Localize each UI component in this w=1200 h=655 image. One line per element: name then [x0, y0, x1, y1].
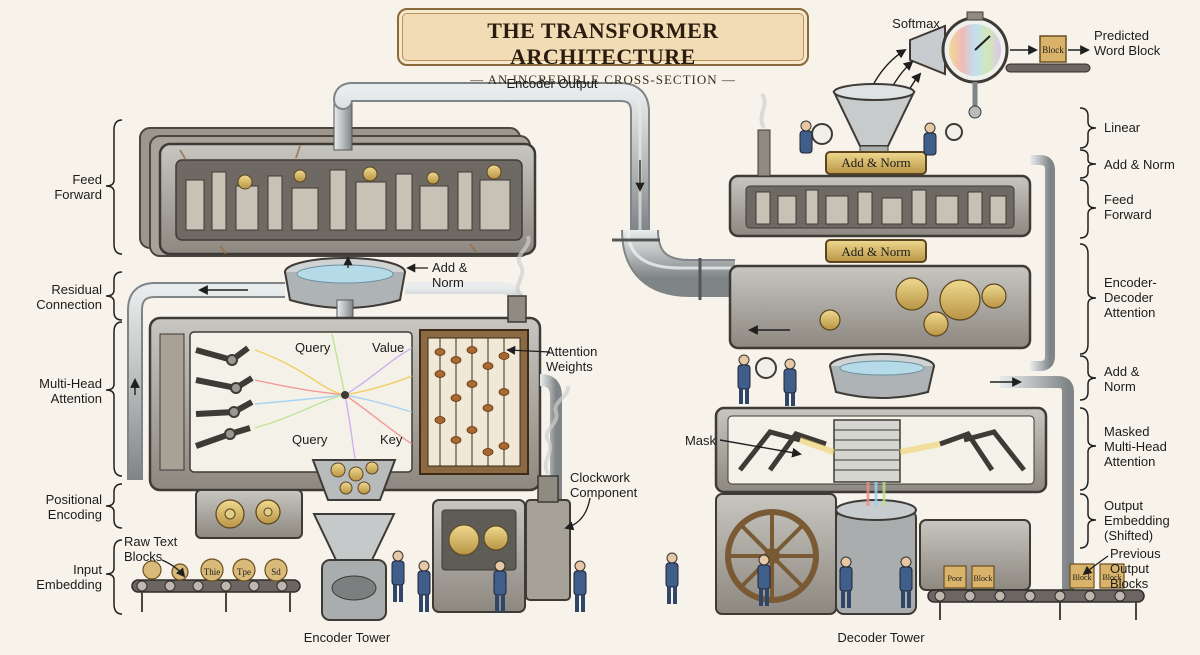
label-value: Value [372, 340, 405, 355]
predicted-block: Block [1042, 45, 1064, 55]
label-output-embedding: Output Embedding (Shifted) [1104, 498, 1170, 543]
encoder-tower [127, 82, 735, 621]
label-raw-text-blocks: Raw Text Blocks [124, 534, 178, 564]
label-add-norm-right-2: Add & Norm [1104, 364, 1140, 394]
label-brackets [105, 107, 1097, 615]
label-positional-encoding: Positional Encoding [45, 492, 102, 522]
encoder-workers [391, 550, 587, 612]
label-add-norm-decoder-mid: Add & Norm [841, 244, 911, 259]
label-add-norm-right-1: Add & Norm [1104, 157, 1175, 172]
decoder-block-3: Block [1072, 573, 1092, 582]
label-attention-weights: Attention Weights [546, 344, 598, 374]
decoder-block-1: Poor [947, 574, 963, 583]
label-encoder-decoder-attention: Encoder- Decoder Attention [1104, 275, 1157, 320]
label-feed-forward-encoder: Feed Forward [54, 172, 102, 202]
encoder-block-2: Tpe [237, 567, 251, 577]
label-encoder-tower: Encoder Tower [303, 630, 391, 645]
label-add-norm-encoder: Add & Norm [432, 260, 468, 290]
label-query-bottom: Query [292, 432, 328, 447]
decoder-block-4: Block [1102, 573, 1122, 582]
label-previous-output-blocks: Previous Output Blocks [1110, 546, 1161, 591]
label-feed-forward-decoder: Feed Forward [1104, 192, 1152, 222]
decoder-block-2: Block [973, 574, 993, 583]
encoder-block-1: Thie [203, 567, 221, 577]
page-title: THE TRANSFORMER ARCHITECTURE [487, 18, 719, 69]
title-plaque: THE TRANSFORMER ARCHITECTURE — AN INCRED… [397, 8, 809, 87]
label-linear: Linear [1104, 120, 1141, 135]
label-input-embedding: Input Embedding [36, 562, 102, 592]
label-residual-connection: Residual Connection [36, 282, 102, 312]
page-subtitle: — AN INCREDIBLE CROSS-SECTION — [470, 72, 736, 87]
decoder-workers [665, 120, 937, 608]
label-decoder-tower: Decoder Tower [837, 630, 925, 645]
label-key: Key [380, 432, 403, 447]
decoder-tower [665, 11, 1145, 620]
encoder-block-3: Sd [271, 567, 281, 577]
label-predicted-word-block: Predicted Word Block [1094, 28, 1161, 58]
label-clockwork-component: Clockwork Component [570, 470, 638, 500]
label-multi-head-attention: Multi-Head Attention [39, 376, 102, 406]
label-encoder-output: Encoder Output [506, 76, 598, 91]
label-masked-multi-head-attention: Masked Multi-Head Attention [1104, 424, 1167, 469]
label-mask: Mask [684, 433, 716, 448]
label-add-norm-decoder-top: Add & Norm [841, 155, 911, 170]
label-softmax: Softmax [892, 16, 940, 31]
label-query-top: Query [295, 340, 331, 355]
